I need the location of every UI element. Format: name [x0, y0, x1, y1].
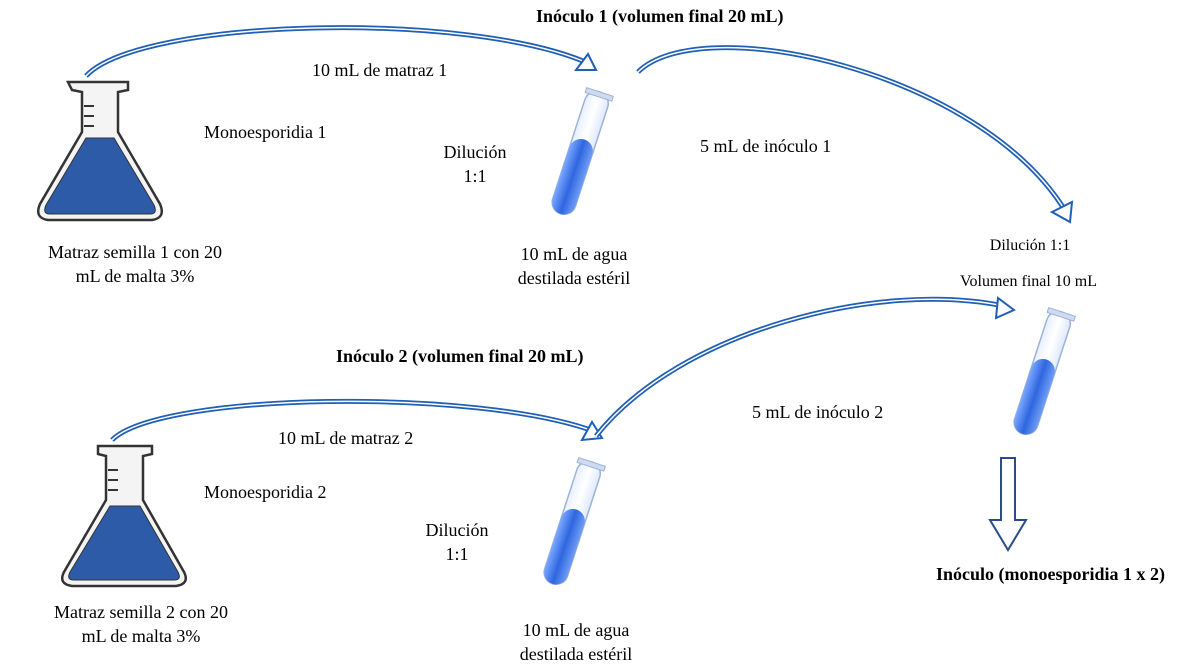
agua-1-line-2: destilada estéril — [517, 268, 631, 288]
test-tube-1-icon — [551, 87, 614, 216]
dilucion-1-line-2: 1:1 — [463, 166, 487, 186]
dilucion-2-label: Dilución 1:1 — [412, 518, 502, 566]
volumen-final-label: Volumen final 10 mL — [960, 273, 1098, 290]
matraz-1-line-1: Matraz semilla 1 con 20 — [48, 242, 222, 262]
dilucion-1-line-1: Dilución — [443, 142, 507, 162]
monoesporidia-1-label: Monoesporidia 1 — [204, 122, 327, 142]
transfer-matraz-2-label: 10 mL de matraz 2 — [278, 428, 414, 448]
test-tube-final-icon — [1013, 307, 1076, 436]
agua-2-line-1: 10 mL de agua — [522, 620, 630, 640]
inoculo-2-title: Inóculo 2 (volumen final 20 mL) — [336, 346, 584, 366]
dilucion-2-line-2: 1:1 — [445, 544, 469, 564]
agua-2-line-2: destilada estéril — [519, 644, 633, 664]
arrow-inoculo1-to-final — [636, 45, 1074, 224]
arrow-matraz2-to-inoculo2 — [110, 398, 604, 442]
down-arrow-icon — [988, 457, 1028, 552]
transfer-matraz-1-label: 10 mL de matraz 1 — [312, 60, 448, 80]
inoculo-final-label: Inóculo (monoesporidia 1 x 2) — [936, 564, 1166, 584]
dilucion-final-label: Dilución 1:1 — [940, 234, 1120, 258]
matraz-2-line-1: Matraz semilla 2 con 20 — [54, 602, 228, 622]
arrow-inoculo2-to-final — [594, 296, 1016, 438]
flask-2-icon — [61, 444, 187, 588]
monoesporidia-2-label: Monoesporidia 2 — [204, 482, 327, 502]
inoculo-1-title: Inóculo 1 (volumen final 20 mL) — [536, 6, 784, 26]
matraz-1-line-2: mL de malta 3% — [75, 266, 195, 286]
agua-2-label: 10 mL de agua destilada estéril — [496, 618, 656, 666]
arrow-matraz1-to-inoculo1 — [84, 25, 598, 78]
dilucion-final-line: Dilución 1:1 — [989, 237, 1071, 254]
matraz-2-label: Matraz semilla 2 con 20 mL de malta 3% — [10, 600, 272, 648]
matraz-2-line-2: mL de malta 3% — [81, 626, 201, 646]
agua-1-label: 10 mL de agua destilada estéril — [494, 242, 654, 290]
test-tube-2-icon — [543, 457, 606, 586]
dilucion-1-label: Dilución 1:1 — [430, 140, 520, 188]
dilucion-2-line-1: Dilución — [425, 520, 489, 540]
transfer-inoculo-1-label: 5 mL de inóculo 1 — [700, 136, 832, 156]
flask-1-icon — [37, 80, 163, 222]
transfer-inoculo-2-label: 5 mL de inóculo 2 — [752, 402, 884, 422]
matraz-1-label: Matraz semilla 1 con 20 mL de malta 3% — [4, 240, 266, 288]
agua-1-line-1: 10 mL de agua — [520, 244, 628, 264]
